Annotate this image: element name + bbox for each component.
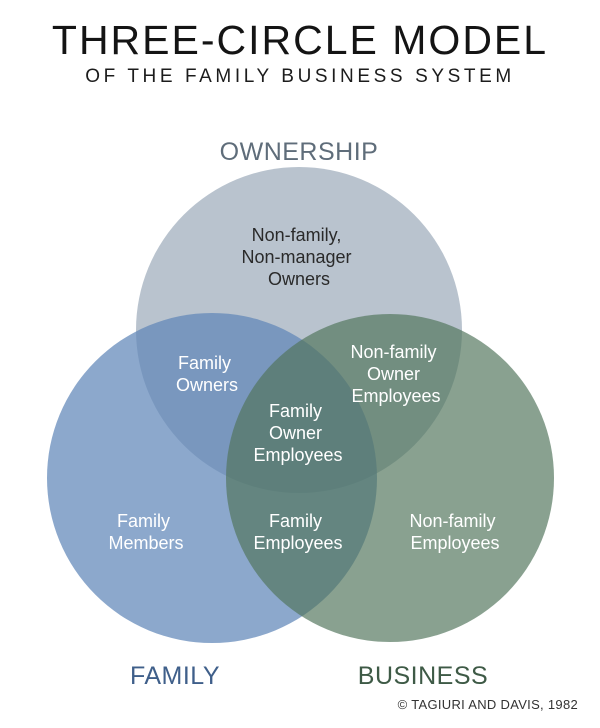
- family-label: FAMILY: [130, 662, 220, 690]
- business-label: BUSINESS: [358, 662, 488, 690]
- diagram-subtitle: OF THE FAMILY BUSINESS SYSTEM: [85, 66, 515, 87]
- region-family-employees: Family Employees: [253, 511, 342, 553]
- region-nonfamily-owner-employees: Non-family Owner Employees: [350, 342, 441, 406]
- copyright-credit: © TAGIURI AND DAVIS, 1982: [397, 697, 578, 712]
- business-circle: [226, 314, 554, 642]
- region-nonfamily-employees: Non-family Employees: [409, 511, 500, 553]
- diagram-title: THREE-CIRCLE MODEL: [51, 17, 549, 63]
- region-owners-only: Non-family, Non-manager Owners: [241, 225, 356, 289]
- region-family-owners: Family Owners: [176, 353, 238, 395]
- region-family-owner-employees: Family Owner Employees: [253, 401, 342, 465]
- ownership-label: OWNERSHIP: [220, 138, 379, 166]
- region-family-members: Family Members: [108, 511, 183, 553]
